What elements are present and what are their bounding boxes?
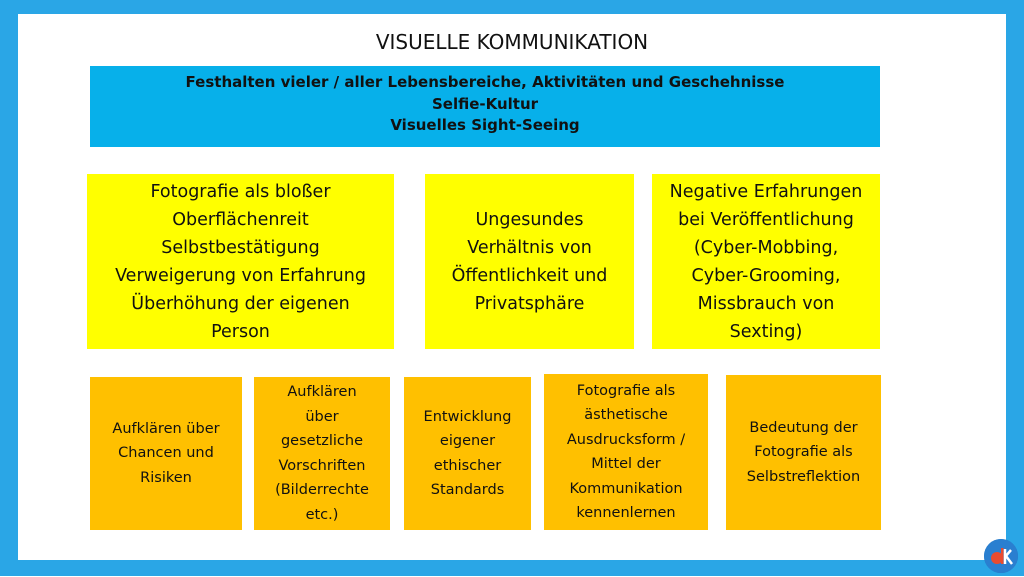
dk-logo-icon: [984, 539, 1018, 573]
orange-box-5: Bedeutung der Fotografie als Selbstrefle…: [726, 375, 881, 530]
header-line: Selfie-Kultur: [431, 94, 539, 113]
orange-box-1: Aufklären über Chancen und Risiken: [90, 377, 242, 530]
box-line: eigener: [439, 433, 496, 449]
box-line: Selbstbestätigung: [161, 237, 320, 258]
box-line: Überhöhung der eigenen: [131, 293, 350, 314]
box-line: Entwicklung: [423, 408, 512, 425]
box-line: Person: [211, 321, 270, 342]
box-line: Bedeutung der: [749, 419, 858, 436]
box-line: Sexting): [729, 321, 803, 342]
box-line: Fotografie als: [576, 382, 676, 399]
box-line: (Cyber-Mobbing,: [693, 237, 839, 258]
dk-logo-svg: [984, 539, 1018, 573]
box-line: Fotografie als bloßer: [150, 181, 331, 202]
box-line: über: [305, 408, 339, 425]
box-line: bei Veröffentlichung: [678, 209, 854, 230]
box-line: (Bilderrechte: [275, 482, 369, 498]
box-line: Missbrauch von: [697, 293, 835, 314]
box-line: Vorschriften: [278, 457, 366, 474]
box-line: Chancen und: [118, 445, 214, 462]
box-line: Verweigerung von Erfahrung: [115, 265, 366, 286]
box-line: ästhetische: [584, 407, 668, 423]
box-line: Mittel der: [591, 456, 661, 472]
box-line: Ausdrucksform /: [566, 431, 686, 448]
header-line: Visuelles Sight-Seeing: [390, 116, 580, 134]
yellow-box-1: Fotografie als bloßer Oberflächenreit Se…: [87, 174, 394, 349]
header-box: Festhalten vieler / aller Lebensbereiche…: [90, 66, 880, 147]
box-line: kennenlernen: [576, 505, 676, 521]
orange-box-3: Entwicklung eigener ethischer Standards: [404, 377, 531, 530]
box-line: Oberflächenreit: [172, 209, 309, 230]
box-line: Öffentlichkeit und: [451, 265, 608, 286]
box-line: gesetzliche: [280, 433, 364, 449]
box-line: Aufklären über: [112, 420, 220, 437]
yellow-box-3: Negative Erfahrungen bei Veröffentlichun…: [652, 174, 880, 349]
page-title: VISUELLE KOMMUNIKATION: [375, 30, 649, 54]
box-line: Ungesundes: [475, 209, 584, 230]
box-line: Kommunikation: [569, 480, 683, 497]
box-line: Aufklären: [287, 384, 357, 400]
yellow-box-2: Ungesundes Verhältnis von Öffentlichkeit…: [425, 174, 634, 349]
box-line: etc.): [305, 506, 339, 523]
box-line: Selbstreflektion: [746, 468, 861, 485]
orange-box-4: Fotografie als ästhetische Ausdrucksform…: [544, 374, 708, 530]
header-line: Festhalten vieler / aller Lebensbereiche…: [185, 73, 785, 91]
box-line: Verhältnis von: [467, 237, 592, 258]
box-line: ethischer: [433, 457, 502, 474]
box-line: Negative Erfahrungen: [669, 181, 863, 202]
box-line: Standards: [430, 482, 505, 498]
orange-box-2: Aufklären über gesetzliche Vorschriften …: [254, 377, 390, 530]
box-line: Fotografie als: [754, 444, 853, 461]
box-line: Privatsphäre: [474, 293, 585, 314]
box-line: Cyber-Grooming,: [691, 265, 841, 286]
box-line: Risiken: [140, 469, 192, 486]
